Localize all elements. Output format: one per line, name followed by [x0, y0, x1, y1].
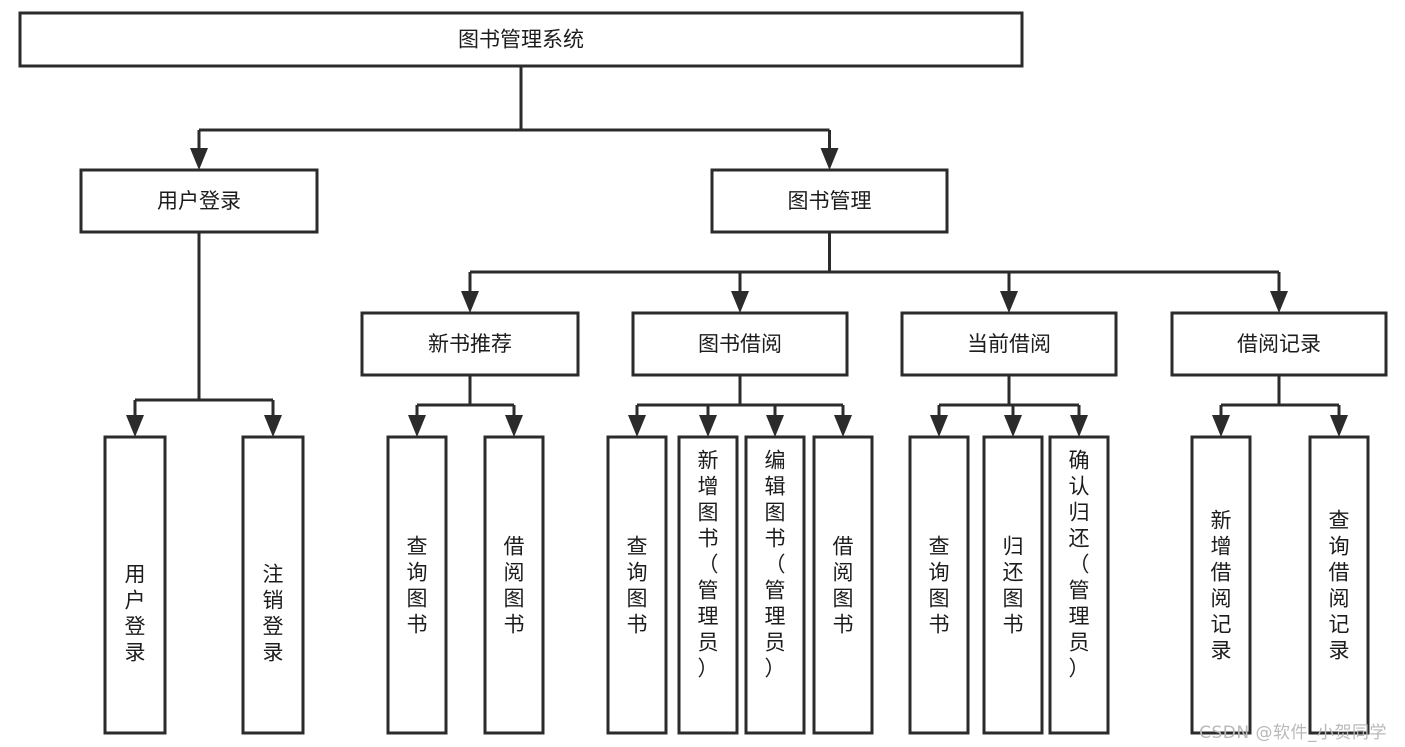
node-label: 借阅记录 — [1237, 332, 1321, 356]
node-305-新增图书管理[interactable]: 新增图书（管理员） — [677, 435, 739, 735]
node-label: 查询图书 — [929, 534, 950, 636]
arrow-head-icon — [190, 148, 208, 170]
node-203-借阅记录[interactable]: 借阅记录 — [1170, 311, 1388, 377]
arrow-head-icon — [505, 415, 523, 437]
node-rect — [1170, 311, 1388, 377]
node-rect — [241, 435, 305, 735]
node-307-借阅图书[interactable]: 借阅图书 — [812, 435, 874, 735]
node-300-用户登录[interactable]: 用户登录 — [103, 435, 167, 735]
connector-layer — [126, 66, 1348, 437]
node-202-当前借阅[interactable]: 当前借阅 — [900, 311, 1118, 377]
node-302-查询图书[interactable]: 查询图书 — [386, 435, 448, 735]
node-309-归还图书[interactable]: 归还图书 — [982, 435, 1044, 735]
node-label: 确认归还（管理员） — [1069, 448, 1090, 680]
node-rect — [710, 168, 949, 234]
node-label: 用户登录 — [157, 189, 241, 213]
node-label: 编辑图书（管理员） — [765, 448, 786, 680]
arrow-head-icon — [408, 415, 426, 437]
node-label: 用户登录 — [125, 562, 146, 664]
node-312-查询借阅记录[interactable]: 查询借阅记录 — [1308, 435, 1370, 735]
arrow-head-icon — [1212, 415, 1230, 437]
node-label: 图书管理系统 — [458, 28, 584, 52]
arrow-head-icon — [834, 415, 852, 437]
node-311-新增借阅记录[interactable]: 新增借阅记录 — [1190, 435, 1252, 735]
node-label: 新增借阅记录 — [1211, 508, 1232, 662]
node-0-图书管理系统[interactable]: 图书管理系统 — [18, 11, 1024, 68]
node-rect — [103, 435, 167, 735]
node-label: 归还图书 — [1003, 534, 1024, 636]
arrow-head-icon — [731, 291, 749, 313]
node-100-用户登录[interactable]: 用户登录 — [79, 168, 319, 234]
node-rect — [982, 435, 1044, 735]
node-rect — [1308, 435, 1370, 735]
node-label: 查询借阅记录 — [1329, 508, 1350, 662]
arrow-head-icon — [820, 148, 839, 170]
node-label: 图书借阅 — [698, 332, 782, 356]
node-label: 图书管理 — [788, 189, 872, 213]
node-label: 新书推荐 — [428, 332, 512, 356]
node-rect — [79, 168, 319, 234]
arrow-head-icon — [628, 415, 646, 437]
node-label: 借阅图书 — [504, 534, 525, 636]
arrow-head-icon — [1270, 291, 1288, 313]
node-rect — [483, 435, 545, 735]
node-label: 新增图书（管理员） — [698, 448, 719, 680]
node-rect — [360, 311, 580, 377]
node-label: 查询图书 — [627, 534, 648, 636]
node-rect — [908, 435, 970, 735]
node-rect — [18, 11, 1024, 68]
node-rect — [900, 311, 1118, 377]
node-101-图书管理[interactable]: 图书管理 — [710, 168, 949, 234]
node-rect — [812, 435, 874, 735]
node-label: 注销登录 — [263, 562, 284, 664]
node-layer: 图书管理系统用户登录图书管理新书推荐图书借阅当前借阅借阅记录用户登录注销登录查询… — [18, 11, 1388, 735]
node-rect — [677, 435, 739, 735]
arrow-head-icon — [1000, 291, 1018, 313]
arrow-head-icon — [126, 415, 144, 437]
node-rect — [606, 435, 668, 735]
node-310-确认归还管理[interactable]: 确认归还（管理员） — [1048, 435, 1110, 735]
arrow-head-icon — [264, 415, 282, 437]
node-308-查询图书[interactable]: 查询图书 — [908, 435, 970, 735]
node-303-借阅图书[interactable]: 借阅图书 — [483, 435, 545, 735]
node-label: 借阅图书 — [833, 534, 854, 636]
node-201-图书借阅[interactable]: 图书借阅 — [631, 311, 849, 377]
arrow-head-icon — [699, 415, 717, 437]
arrow-head-icon — [1330, 415, 1348, 437]
node-rect — [386, 435, 448, 735]
node-rect — [631, 311, 849, 377]
node-200-新书推荐[interactable]: 新书推荐 — [360, 311, 580, 377]
node-label: 查询图书 — [407, 534, 428, 636]
node-306-编辑图书管理[interactable]: 编辑图书（管理员） — [744, 435, 806, 735]
node-label: 当前借阅 — [967, 332, 1051, 356]
arrow-head-icon — [766, 415, 784, 437]
arrow-head-icon — [930, 415, 948, 437]
node-rect — [1048, 435, 1110, 735]
node-301-注销登录[interactable]: 注销登录 — [241, 435, 305, 735]
node-304-查询图书[interactable]: 查询图书 — [606, 435, 668, 735]
arrow-head-icon — [1070, 415, 1088, 437]
node-rect — [1190, 435, 1252, 735]
node-rect — [744, 435, 806, 735]
arrow-head-icon — [461, 291, 479, 313]
arrow-head-icon — [1004, 415, 1022, 437]
